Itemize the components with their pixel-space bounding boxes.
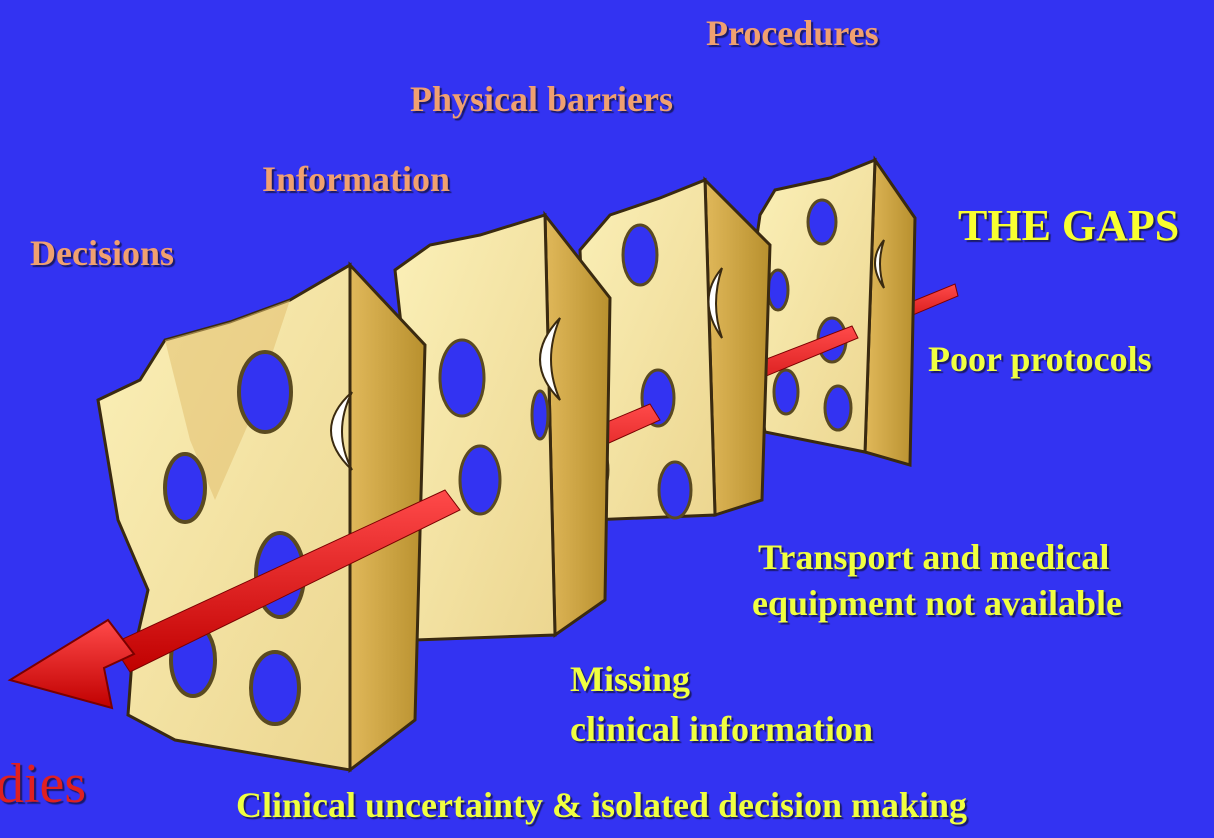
outcome-label: dies bbox=[0, 752, 86, 816]
layer-label-physical-barriers: Physical barriers bbox=[410, 78, 673, 120]
layer-label-procedures: Procedures bbox=[706, 12, 879, 54]
cheese-slice-information bbox=[395, 215, 610, 640]
layer-label-decisions: Decisions bbox=[30, 232, 174, 274]
cheese-slice-decisions bbox=[98, 265, 425, 770]
gaps-title: THE GAPS bbox=[958, 200, 1179, 251]
gap-label-clinical-uncertainty: Clinical uncertainty & isolated decision… bbox=[236, 784, 967, 826]
layer-label-information: Information bbox=[262, 158, 450, 200]
gap-label-transport-line1: Transport and medical bbox=[758, 536, 1109, 578]
gap-label-poor-protocols: Poor protocols bbox=[928, 338, 1152, 380]
cheese-slice-procedures bbox=[752, 160, 915, 465]
gap-label-transport-line2: equipment not available bbox=[752, 582, 1122, 624]
arrow-head bbox=[10, 620, 134, 708]
gap-label-missing-line1: Missing bbox=[570, 658, 690, 700]
gap-label-missing-line2: clinical information bbox=[570, 708, 873, 750]
